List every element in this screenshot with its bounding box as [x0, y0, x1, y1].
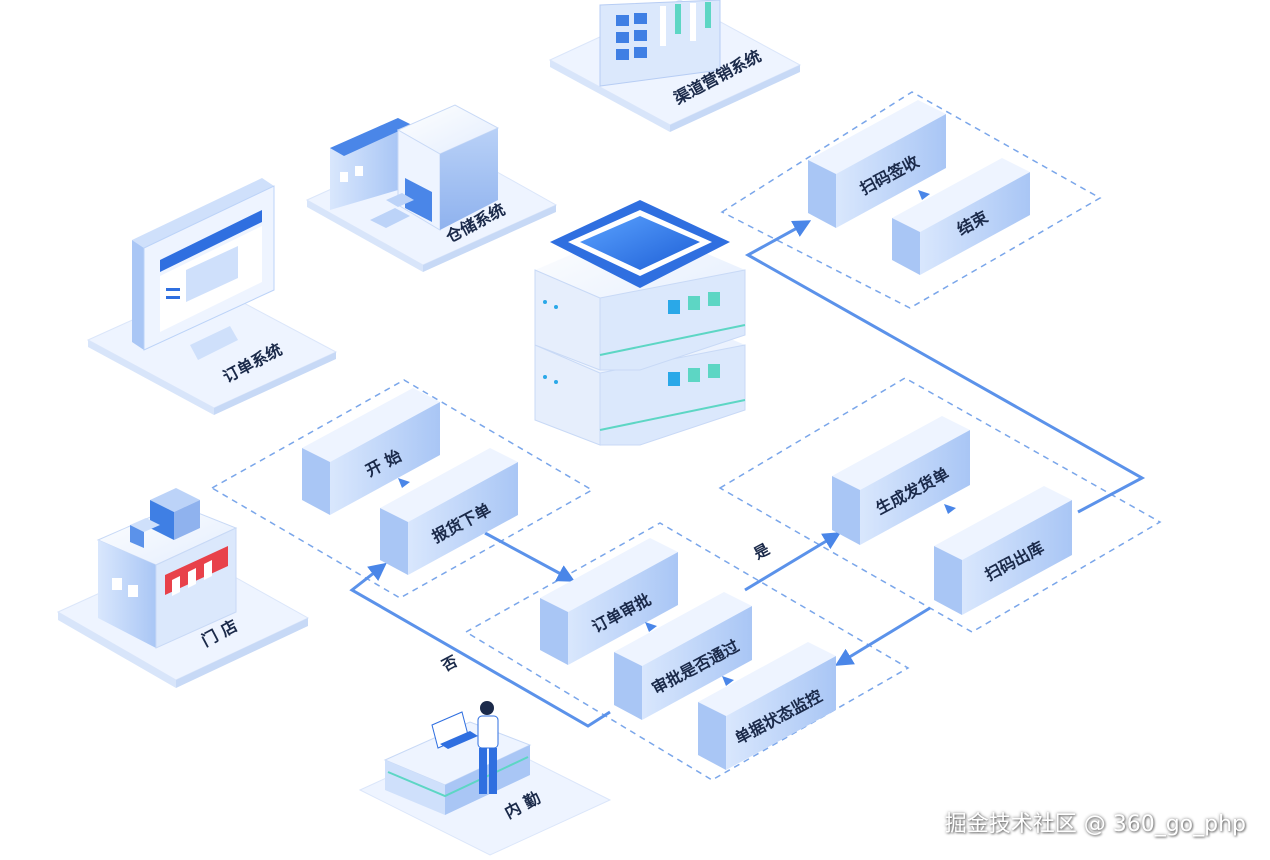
edge-outbound-to-monitor	[834, 606, 931, 666]
internal-staff-icon	[383, 701, 532, 815]
edge-review-no	[349, 562, 611, 728]
watermark: 掘金技术社区 @ 360_go_php	[944, 812, 1246, 837]
group-review	[464, 522, 910, 781]
step-end-block: 结束	[892, 158, 1030, 275]
store-icon	[96, 488, 238, 649]
edge-yes-label: 是	[750, 540, 773, 564]
step-scan-sign-block: 扫码签收	[808, 100, 946, 228]
step-place-order-block: 报货下单	[380, 448, 518, 575]
step-start-block: 开 始	[302, 388, 440, 515]
step-order-review-block: 订单审批	[540, 538, 678, 665]
edge-place-to-review	[484, 531, 576, 582]
step-generate-shipping-block: 生成发货单	[832, 416, 970, 545]
step-scan-outbound-block: 扫码出库	[934, 486, 1072, 615]
edge-outbound-to-sign	[744, 220, 1146, 514]
channel-system-icon	[599, 0, 721, 87]
central-server-icon	[534, 200, 746, 446]
group-sign	[720, 91, 1102, 309]
edge-review-yes	[744, 532, 842, 592]
inner-arrows	[398, 190, 956, 686]
edge-no-label: 否	[438, 652, 461, 675]
step-review-passed-block: 审批是否通过	[614, 592, 752, 720]
group-shipping	[718, 377, 1162, 633]
warehouse-icon	[330, 104, 500, 231]
connectors	[349, 220, 1146, 728]
order-system-monitor-icon	[132, 178, 275, 360]
group-start	[210, 379, 594, 599]
